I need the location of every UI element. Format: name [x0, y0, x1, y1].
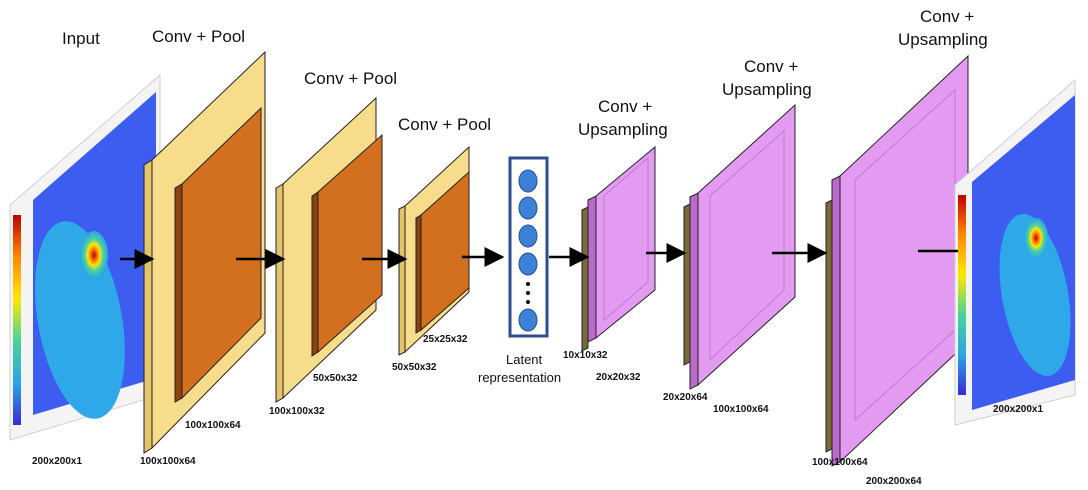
dim-dec1-inner: 20x20x32 — [596, 372, 641, 383]
dec2-title-line1: Conv + — [744, 57, 798, 76]
dim-output: 200x200x1 — [993, 404, 1043, 415]
enc3-inner-side — [415, 214, 422, 334]
latent-label-line2: representation — [478, 370, 561, 385]
enc2-outer-side — [275, 183, 284, 403]
enc3-outer-side — [398, 205, 406, 356]
latent-node — [518, 224, 538, 248]
dec3-face — [839, 54, 969, 464]
dec1-title-line1: Conv + — [598, 97, 652, 116]
dec1-back-side — [581, 206, 589, 352]
output-hotspot — [1024, 218, 1048, 258]
dim-enc1-outer: 100x100x64 — [140, 456, 196, 467]
decoder-block-2 — [683, 103, 796, 390]
dim-enc3-outer: 50x50x32 — [392, 362, 437, 373]
enc1-inner-side — [174, 183, 183, 403]
flow-arrows — [120, 243, 958, 269]
enc3-title: Conv + Pool — [398, 115, 491, 134]
enc3-inner-face — [420, 170, 470, 332]
output-plume — [999, 214, 1071, 376]
dec1-face — [595, 145, 656, 340]
dec2-side — [689, 192, 699, 390]
dec2-back-side — [683, 203, 691, 366]
encoder-block-2 — [275, 96, 383, 403]
dec3-back-side — [825, 199, 833, 453]
dim-dec3-inner: 200x200x64 — [866, 476, 922, 487]
latent-node — [518, 252, 538, 276]
enc2-inner-face — [317, 133, 383, 354]
enc2-inner-side — [311, 191, 319, 357]
dec3-title-line1: Conv + — [920, 7, 974, 26]
dim-input: 200x200x1 — [32, 456, 82, 467]
dim-enc1-inner: 100x100x64 — [185, 420, 241, 431]
dim-enc2-inner: 50x50x32 — [313, 373, 358, 384]
latent-ellipsis-dot — [526, 300, 530, 304]
dec3-side — [831, 175, 841, 467]
dim-enc2-outer: 100x100x32 — [269, 406, 325, 417]
input-colorbar — [13, 215, 21, 425]
enc1-inner-face — [181, 106, 262, 400]
dim-dec2-inner: 100x100x64 — [713, 404, 769, 415]
enc2-title: Conv + Pool — [304, 69, 397, 88]
latent-node — [518, 169, 538, 193]
dec2-face — [697, 103, 796, 387]
dec1-title-line2: Upsampling — [578, 120, 668, 139]
dim-enc3-inner: 25x25x32 — [423, 334, 468, 345]
enc1-outer-side — [143, 159, 153, 454]
decoder-block-1 — [581, 145, 656, 352]
output-image — [954, 78, 1076, 426]
dim-dec1-outer: 10x10x32 — [563, 350, 608, 361]
latent-ellipsis-dot — [526, 291, 530, 295]
input-hotspot — [80, 231, 108, 279]
latent-representation — [508, 156, 549, 338]
dec3-title-line2: Upsampling — [898, 30, 988, 49]
latent-node — [518, 196, 538, 220]
decoder-block-3 — [825, 54, 969, 467]
dim-dec3-outer: 100x100x64 — [812, 457, 868, 468]
dec2-face-inset — [709, 129, 785, 362]
latent-node — [518, 308, 538, 332]
dec1-face-inset — [603, 156, 649, 322]
latent-label-line1: Latent — [506, 352, 543, 367]
enc1-title: Conv + Pool — [152, 27, 245, 46]
latent-ellipsis-dot — [526, 282, 530, 286]
input-image — [9, 73, 161, 441]
output-colorbar — [958, 195, 966, 395]
dec2-title-line2: Upsampling — [722, 80, 812, 99]
dec1-side — [587, 195, 597, 343]
encoder-block-1 — [143, 50, 266, 454]
dim-dec2-outer: 20x20x64 — [663, 392, 708, 403]
input-title: Input — [62, 29, 100, 48]
encoder-block-3 — [398, 145, 470, 356]
